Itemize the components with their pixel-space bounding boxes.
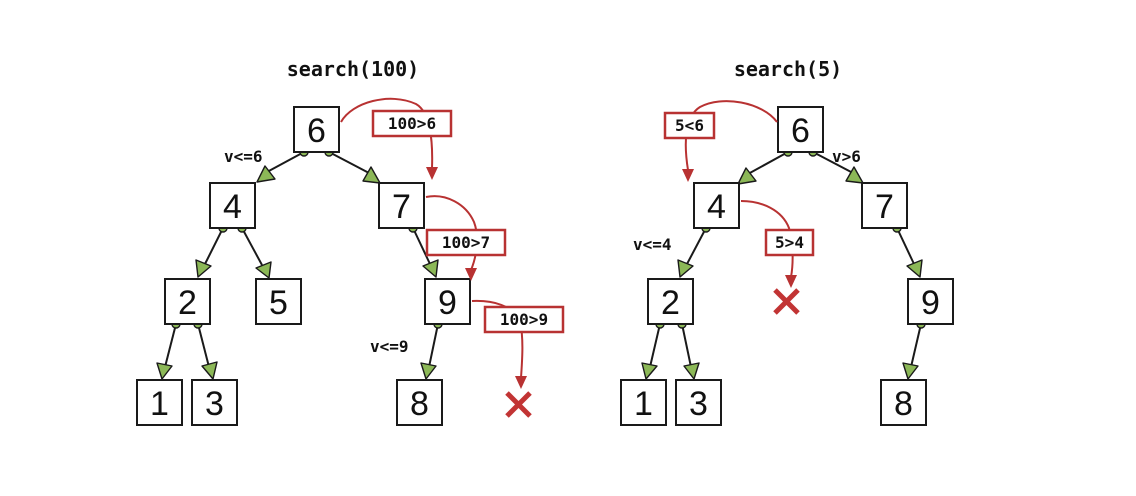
comparison-5-lt-6: 5<6 [663, 111, 716, 140]
node-5-label: 5 [269, 284, 288, 322]
node-3: 3 [191, 379, 238, 426]
edge-7-9-arrowhead [422, 259, 439, 278]
comparison-100-gt-9: 100>9 [483, 305, 565, 334]
comparison-100-gt-6-label: 100>6 [388, 114, 436, 133]
edge-9-8-right [910, 323, 922, 368]
edge-2-1 [164, 323, 177, 368]
comparison-5-gt-4-label: 5>4 [775, 233, 804, 252]
node-7: 7 [378, 182, 425, 229]
node-4-right: 4 [693, 182, 740, 229]
edge-6-7-arrowhead [362, 166, 381, 184]
condition-v-le-6: v<=6 [224, 147, 263, 166]
left-tree: search(100) [136, 57, 565, 426]
node-9-right: 9 [907, 278, 954, 325]
arc-6-to-4 [684, 100, 778, 171]
node-6: 6 [293, 106, 340, 153]
right-search-path: 5<6 5>4 [663, 100, 815, 315]
node-2-label: 2 [178, 284, 197, 322]
left-search-path: 100>6 100>7 100>9 [340, 97, 565, 418]
condition-v-le-9: v<=9 [370, 337, 409, 356]
edge-2-1-arrowhead [156, 362, 173, 380]
left-title: search(100) [287, 57, 419, 81]
arc-9-to-miss-arrowhead [515, 376, 527, 389]
node-4: 4 [209, 182, 256, 229]
edge-7-9 [412, 227, 431, 265]
edge-4-2-right-arrowhead [677, 259, 694, 278]
edge-4-2-arrowhead [195, 259, 212, 278]
node-8-label: 8 [410, 385, 429, 423]
edge-2-3-right [681, 323, 692, 368]
arc-6-to-7 [340, 97, 434, 169]
edge-2-3-right-arrowhead [683, 362, 700, 380]
node-3-label: 3 [205, 385, 224, 423]
arc-4-to-miss [740, 200, 794, 278]
comparison-100-gt-6: 100>6 [371, 109, 453, 138]
edge-2-1-right [649, 323, 661, 368]
comparison-5-lt-6-label: 5<6 [675, 116, 704, 135]
right-title: search(5) [734, 57, 842, 81]
node-1-right: 1 [620, 379, 667, 426]
comparison-100-gt-7: 100>7 [425, 228, 507, 257]
node-3-right-label: 3 [689, 385, 708, 423]
node-8: 8 [396, 379, 443, 426]
arc-4-to-miss-arrowhead [785, 275, 797, 288]
comparison-100-gt-7-label: 100>7 [442, 233, 490, 252]
edge-4-5 [241, 227, 263, 266]
node-9: 9 [424, 278, 471, 325]
node-3-right: 3 [675, 379, 722, 426]
edge-6-7-right-arrowhead [845, 166, 864, 184]
not-found-cross-icon [505, 391, 532, 418]
node-8-right: 8 [880, 379, 927, 426]
node-1-right-label: 1 [634, 385, 653, 423]
node-6-right-label: 6 [791, 112, 810, 150]
node-2: 2 [164, 278, 211, 325]
condition-v-le-4: v<=4 [633, 235, 672, 254]
arc-6-to-4-arrowhead [682, 169, 694, 182]
node-5: 5 [255, 278, 302, 325]
edge-9-8 [428, 323, 439, 368]
condition-v-gt-6: v>6 [832, 147, 861, 166]
edge-9-8-arrowhead [420, 362, 437, 380]
edge-2-3-arrowhead [201, 361, 218, 380]
node-6-label: 6 [307, 112, 326, 150]
edge-6-4-right-arrowhead [737, 167, 757, 185]
edge-6-4-arrowhead [256, 165, 276, 183]
edge-7-9-right [896, 227, 915, 265]
arc-7-to-9 [425, 195, 479, 271]
arc-6-to-7-arrowhead [426, 167, 438, 180]
arc-7-to-9-arrowhead [465, 268, 477, 281]
node-7-label: 7 [392, 188, 411, 226]
edge-4-2 [204, 227, 224, 265]
node-6-right: 6 [777, 106, 824, 153]
edge-6-7 [328, 151, 370, 174]
edge-4-5-arrowhead [255, 261, 272, 279]
edge-2-3 [197, 323, 210, 368]
node-7-right: 7 [861, 182, 908, 229]
node-7-right-label: 7 [875, 188, 894, 226]
edge-6-4-right [747, 151, 789, 175]
edge-9-8-right-arrowhead [902, 362, 919, 380]
comparison-100-gt-9-label: 100>9 [500, 310, 548, 329]
right-tree: search(5) [620, 57, 954, 426]
node-4-label: 4 [223, 188, 242, 226]
edge-6-4 [266, 151, 305, 173]
edge-7-9-right-arrowhead [906, 259, 923, 278]
node-1: 1 [136, 379, 183, 426]
node-1-label: 1 [150, 385, 169, 423]
not-found-cross-icon-right [773, 288, 800, 315]
edge-6-7-right [812, 151, 854, 174]
node-4-right-label: 4 [707, 188, 726, 226]
edge-4-2-right [686, 227, 707, 265]
node-2-right: 2 [647, 278, 694, 325]
node-9-right-label: 9 [921, 284, 940, 322]
node-2-right-label: 2 [661, 284, 680, 322]
edge-2-1-right-arrowhead [641, 362, 658, 380]
node-8-right-label: 8 [894, 385, 913, 423]
comparison-5-gt-4: 5>4 [764, 228, 815, 257]
node-9-label: 9 [438, 284, 457, 322]
